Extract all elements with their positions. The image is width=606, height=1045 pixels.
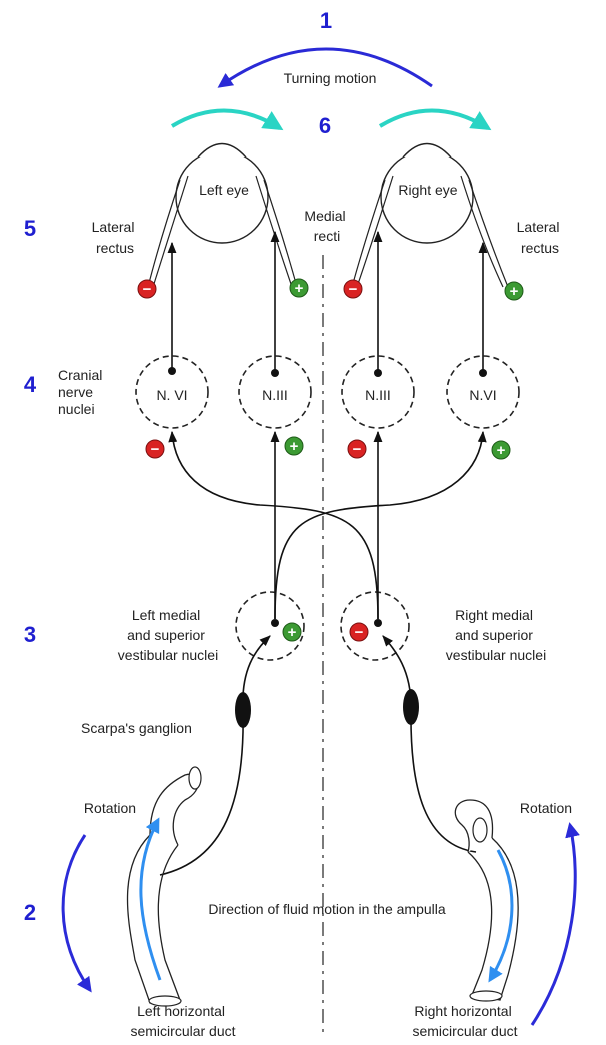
right-duct-label: Right horizontal semicircular duct bbox=[412, 1003, 517, 1039]
nucleus-n-vi-right bbox=[446, 355, 520, 429]
left-eye-label: Left eye bbox=[199, 182, 249, 198]
scarpas-ganglion-label: Scarpa's ganglion bbox=[81, 720, 192, 736]
minus-badge-left-lateral-rectus: − bbox=[137, 279, 157, 299]
vestibular-nerves bbox=[159, 635, 477, 876]
step-number-2: 2 bbox=[24, 900, 36, 925]
right-rotation-arrow bbox=[530, 822, 580, 1026]
minus-badge-right-vestibular: − bbox=[349, 622, 369, 642]
plus-badge-left-vestibular: + bbox=[282, 622, 302, 642]
plus-badge-left-medial-rectus: + bbox=[289, 278, 309, 298]
left-vestibular-nucleus bbox=[235, 591, 305, 661]
nucleus-label-1: N. VI bbox=[156, 387, 187, 403]
minus-sign: − bbox=[353, 441, 362, 458]
step-number-4: 4 bbox=[24, 372, 37, 397]
left-fluid-motion-arrow bbox=[139, 817, 162, 981]
minus-sign: − bbox=[355, 624, 364, 641]
plus-badge-right-lateral-rectus: + bbox=[504, 281, 524, 301]
nucleus-label-2: N.III bbox=[262, 387, 288, 403]
plus-sign: + bbox=[290, 438, 299, 455]
right-rotation-label: Rotation bbox=[520, 800, 572, 816]
cranial-nerve-nuclei-label: Cranial nerve nuclei bbox=[58, 367, 106, 417]
motor-nerves bbox=[167, 230, 488, 373]
minus-badge-left-n-vi: − bbox=[145, 439, 165, 459]
left-semicircular-duct bbox=[126, 766, 202, 1007]
right-eye bbox=[351, 142, 509, 288]
right-vestibular-nucleus bbox=[340, 591, 410, 661]
step-number-3: 3 bbox=[24, 622, 36, 647]
plus-sign: + bbox=[288, 624, 297, 641]
left-duct-label: Left horizontal semicircular duct bbox=[130, 1003, 235, 1039]
step-number-5: 5 bbox=[24, 216, 36, 241]
right-eye-motion-arrow bbox=[378, 108, 492, 131]
right-vestibular-label: Right medial and superior vestibular nuc… bbox=[446, 607, 546, 663]
left-rotation-label: Rotation bbox=[84, 800, 136, 816]
plus-sign: + bbox=[295, 280, 304, 297]
right-semicircular-duct bbox=[454, 799, 519, 1002]
nucleus-n-iii-left bbox=[238, 355, 312, 429]
turning-motion-arrow bbox=[217, 47, 433, 88]
plus-badge-right-n-vi: + bbox=[491, 440, 511, 460]
left-eye-motion-arrow bbox=[170, 108, 284, 131]
plus-sign: + bbox=[510, 283, 519, 300]
left-vestibular-label: Left medial and superior vestibular nucl… bbox=[118, 607, 218, 663]
lateral-rectus-right-label: Lateral rectus bbox=[517, 219, 564, 256]
nucleus-n-iii-right bbox=[341, 355, 415, 429]
medial-recti-label: Medial recti bbox=[304, 208, 349, 244]
turning-motion-label: Turning motion bbox=[284, 70, 377, 86]
minus-sign: − bbox=[151, 441, 160, 458]
right-scarpas-ganglion bbox=[403, 689, 419, 725]
fluid-motion-label: Direction of fluid motion in the ampulla bbox=[208, 901, 446, 917]
nucleus-label-4: N.VI bbox=[469, 387, 496, 403]
step-number-1: 1 bbox=[320, 8, 332, 33]
nucleus-n-vi-left bbox=[135, 355, 209, 429]
left-scarpas-ganglion bbox=[235, 692, 251, 728]
step-number-6: 6 bbox=[319, 113, 331, 138]
left-rotation-arrow bbox=[61, 834, 92, 993]
minus-sign: − bbox=[143, 281, 152, 298]
right-eye-label: Right eye bbox=[398, 182, 457, 198]
minus-sign: − bbox=[349, 281, 358, 298]
nucleus-label-3: N.III bbox=[365, 387, 391, 403]
right-fluid-motion-arrow bbox=[488, 849, 514, 983]
minus-badge-right-medial-rectus: − bbox=[343, 279, 363, 299]
minus-badge-right-n-iii: − bbox=[347, 439, 367, 459]
vestibular-projections bbox=[168, 430, 487, 620]
plus-sign: + bbox=[497, 442, 506, 459]
plus-badge-left-n-iii: + bbox=[284, 436, 304, 456]
lateral-rectus-left-label: Lateral rectus bbox=[92, 219, 139, 256]
